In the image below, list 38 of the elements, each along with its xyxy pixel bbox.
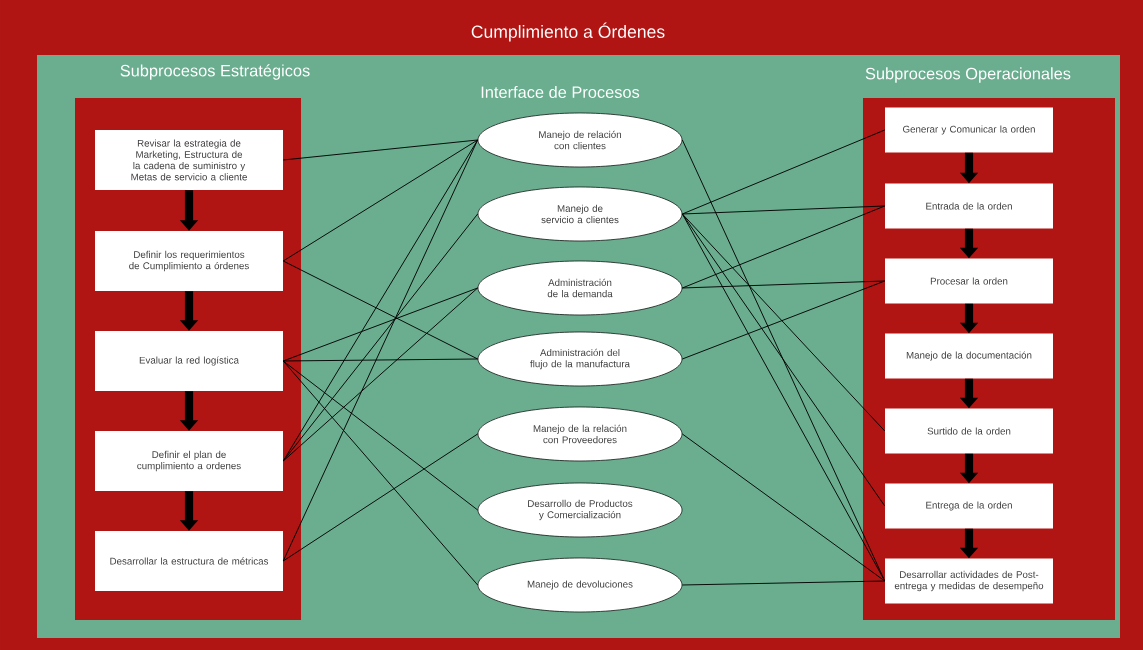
connector-line bbox=[282, 139, 479, 161]
process-box: Revisar la estrategia de Marketing, Estructura de la cadena de suministro y Metas de servicio a cliente bbox=[95, 130, 283, 190]
process-box: Entrega de la orden bbox=[885, 483, 1053, 529]
connector-line bbox=[681, 213, 886, 582]
connector-line bbox=[681, 433, 886, 582]
connector-line bbox=[282, 287, 479, 462]
process-box: Manejo de la documentación bbox=[885, 333, 1053, 379]
process-box: Definir los requerimientos de Cumplimiento a órdenes bbox=[95, 231, 283, 291]
column-heading: Subprocesos Operacionales bbox=[865, 67, 1071, 83]
connector-line bbox=[681, 213, 886, 507]
connector-line bbox=[282, 358, 479, 362]
connector-line bbox=[681, 205, 886, 215]
connector-line bbox=[681, 213, 886, 432]
connector-line bbox=[681, 280, 886, 289]
connector-line bbox=[282, 139, 479, 262]
connector-line bbox=[282, 360, 479, 586]
process-box: Entrada de la orden bbox=[885, 183, 1053, 229]
connector-line bbox=[282, 433, 479, 562]
connector-line bbox=[681, 580, 886, 586]
process-box: Desarrollar la estructura de métricas bbox=[95, 531, 283, 591]
column-heading: Subprocesos Estratégicos bbox=[120, 64, 310, 80]
process-box: Surtido de la orden bbox=[885, 408, 1053, 454]
title: Cumplimiento a Órdenes bbox=[471, 22, 665, 42]
section-heading: Interface de Procesos bbox=[481, 85, 640, 98]
connector-line bbox=[282, 139, 479, 562]
connector-line bbox=[681, 129, 886, 215]
connector-line bbox=[282, 139, 479, 462]
connector-line bbox=[282, 260, 479, 360]
connector-line bbox=[681, 205, 886, 289]
process-box: Definir el plan de cumplimiento a ordenes bbox=[95, 431, 283, 491]
process-box: Generar y Comunicar la orden bbox=[885, 107, 1053, 153]
process-box: Evaluar la red logística bbox=[95, 331, 283, 391]
process-box: Procesar la orden bbox=[885, 258, 1053, 304]
process-box: Desarrollar actividades de Post-entrega y medidas de desempeño bbox=[885, 558, 1053, 604]
connector-line bbox=[681, 280, 886, 360]
connector-line bbox=[282, 213, 479, 462]
connector-line bbox=[282, 360, 479, 511]
connector-line bbox=[282, 287, 479, 362]
